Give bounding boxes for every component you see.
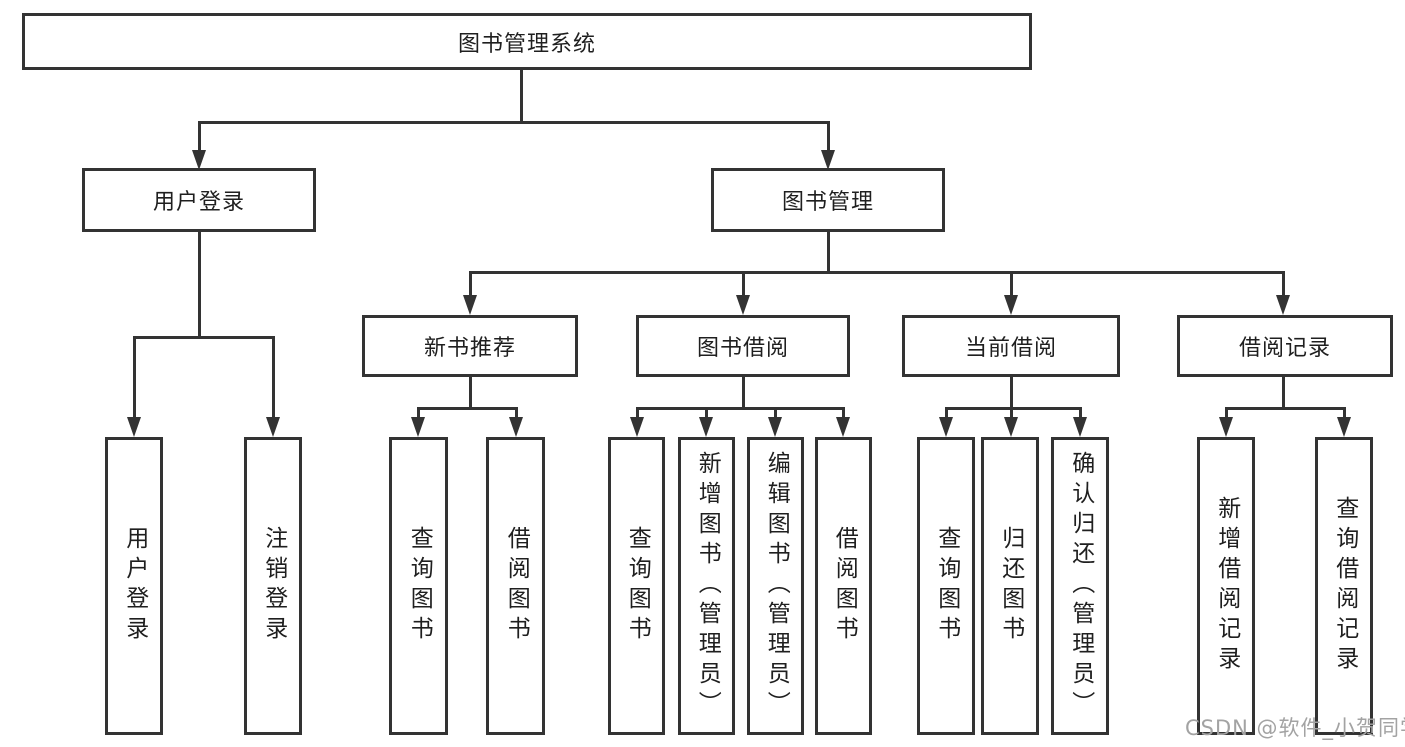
arrowhead-icon — [411, 417, 425, 437]
node-label: 查询图书 — [624, 526, 651, 646]
node-label: 查询借阅记录 — [1331, 496, 1358, 676]
connector-recommend-stem — [469, 377, 472, 407]
connector-arrow-shaft — [515, 407, 518, 417]
connector-root-bar — [198, 121, 830, 124]
node-leaf-logout: 注销登录 — [244, 437, 302, 735]
node-user-login: 用户登录 — [82, 168, 316, 232]
node-leaf-user-login: 用户登录 — [105, 437, 163, 735]
arrowhead-icon — [266, 417, 280, 437]
node-leaf-add-borrow-record: 新增借阅记录 — [1197, 437, 1255, 735]
arrowhead-icon — [463, 295, 477, 315]
node-library-system: 图书管理系统 — [22, 13, 1032, 70]
node-label: 当前借阅 — [964, 336, 1057, 361]
node-borrowing-records: 借阅记录 — [1177, 315, 1393, 377]
node-label: 归还图书 — [997, 526, 1024, 646]
connector-root-stem — [520, 70, 523, 121]
arrowhead-icon — [736, 295, 750, 315]
node-leaf-query-books-2: 查询图书 — [608, 437, 665, 735]
connector-current-bar — [945, 407, 1081, 410]
connector-arrow-shaft — [133, 336, 136, 417]
node-label: 图书管理 — [781, 190, 874, 215]
node-label: 用户登录 — [121, 526, 148, 646]
arrowhead-icon — [768, 417, 782, 437]
connector-arrow-shaft — [827, 121, 830, 150]
node-leaf-return-books: 归还图书 — [981, 437, 1039, 735]
node-label: 注销登录 — [260, 526, 287, 646]
arrowhead-icon — [1004, 417, 1018, 437]
node-label: 新增借阅记录 — [1213, 496, 1240, 676]
connector-arrow-shaft — [198, 121, 201, 150]
node-book-borrowing: 图书借阅 — [636, 315, 850, 377]
csdn-watermark: CSDN @软件_小贺同学 — [1185, 716, 1405, 740]
node-new-book-recommend: 新书推荐 — [362, 315, 578, 377]
arrowhead-icon — [1073, 417, 1087, 437]
connector-arrow-shaft — [945, 407, 948, 417]
arrowhead-icon — [1276, 295, 1290, 315]
arrowhead-icon — [509, 417, 523, 437]
node-label: 确认归还（管理员） — [1067, 451, 1094, 721]
arrowhead-icon — [630, 417, 644, 437]
node-leaf-query-borrow-record: 查询借阅记录 — [1315, 437, 1373, 735]
arrowhead-icon — [836, 417, 850, 437]
connector-recommend-bar — [417, 407, 517, 410]
node-leaf-confirm-return-admin: 确认归还（管理员） — [1051, 437, 1109, 735]
node-label: 查询图书 — [406, 526, 433, 646]
node-leaf-borrow-books-1: 借阅图书 — [486, 437, 545, 735]
node-label: 图书管理系统 — [457, 31, 596, 57]
node-label: 图书借阅 — [696, 336, 789, 361]
connector-borrow-stem — [742, 377, 745, 407]
arrowhead-icon — [127, 417, 141, 437]
node-leaf-add-books-admin: 新增图书（管理员） — [678, 437, 735, 735]
connector-arrow-shaft — [1079, 407, 1082, 417]
connector-arrow-shaft — [272, 336, 275, 417]
connector-arrow-shaft — [1282, 271, 1285, 295]
connector-mgmt-bar — [469, 271, 1285, 274]
node-leaf-query-books-1: 查询图书 — [389, 437, 448, 735]
connector-records-stem — [1282, 377, 1285, 407]
connector-current-stem — [1010, 377, 1013, 407]
connector-login-stem — [198, 232, 201, 336]
node-leaf-query-books-3: 查询图书 — [917, 437, 975, 735]
connector-arrow-shaft — [1225, 407, 1228, 417]
connector-arrow-shaft — [469, 271, 472, 295]
node-label: 新增图书（管理员） — [694, 451, 721, 721]
arrowhead-icon — [1219, 417, 1233, 437]
connector-borrow-bar — [636, 407, 844, 410]
connector-arrow-shaft — [1010, 271, 1013, 295]
node-label: 新书推荐 — [423, 336, 516, 361]
node-label: 借阅图书 — [831, 526, 858, 646]
connector-arrow-shaft — [705, 407, 708, 417]
node-label: 查询图书 — [933, 526, 960, 646]
node-current-borrowing: 当前借阅 — [902, 315, 1120, 377]
connector-arrow-shaft — [417, 407, 420, 417]
arrowhead-icon — [192, 150, 206, 170]
connector-arrow-shaft — [774, 407, 777, 417]
arrowhead-icon — [1004, 295, 1018, 315]
node-book-management: 图书管理 — [711, 168, 945, 232]
connector-login-bar — [133, 336, 274, 339]
node-label: 编辑图书（管理员） — [763, 451, 790, 721]
connector-arrow-shaft — [1343, 407, 1346, 417]
arrowhead-icon — [821, 150, 835, 170]
arrowhead-icon — [699, 417, 713, 437]
connector-arrow-shaft — [842, 407, 845, 417]
connector-records-bar — [1225, 407, 1345, 410]
arrowhead-icon — [939, 417, 953, 437]
connector-mgmt-stem — [827, 232, 830, 271]
connector-arrow-shaft — [742, 271, 745, 295]
connector-arrow-shaft — [636, 407, 639, 417]
node-leaf-borrow-books-2: 借阅图书 — [815, 437, 872, 735]
connector-arrow-shaft — [1010, 407, 1013, 417]
node-leaf-edit-books-admin: 编辑图书（管理员） — [747, 437, 804, 735]
arrowhead-icon — [1337, 417, 1351, 437]
node-label: 用户登录 — [152, 190, 245, 215]
node-label: 借阅记录 — [1238, 336, 1331, 361]
node-label: 借阅图书 — [503, 526, 530, 646]
